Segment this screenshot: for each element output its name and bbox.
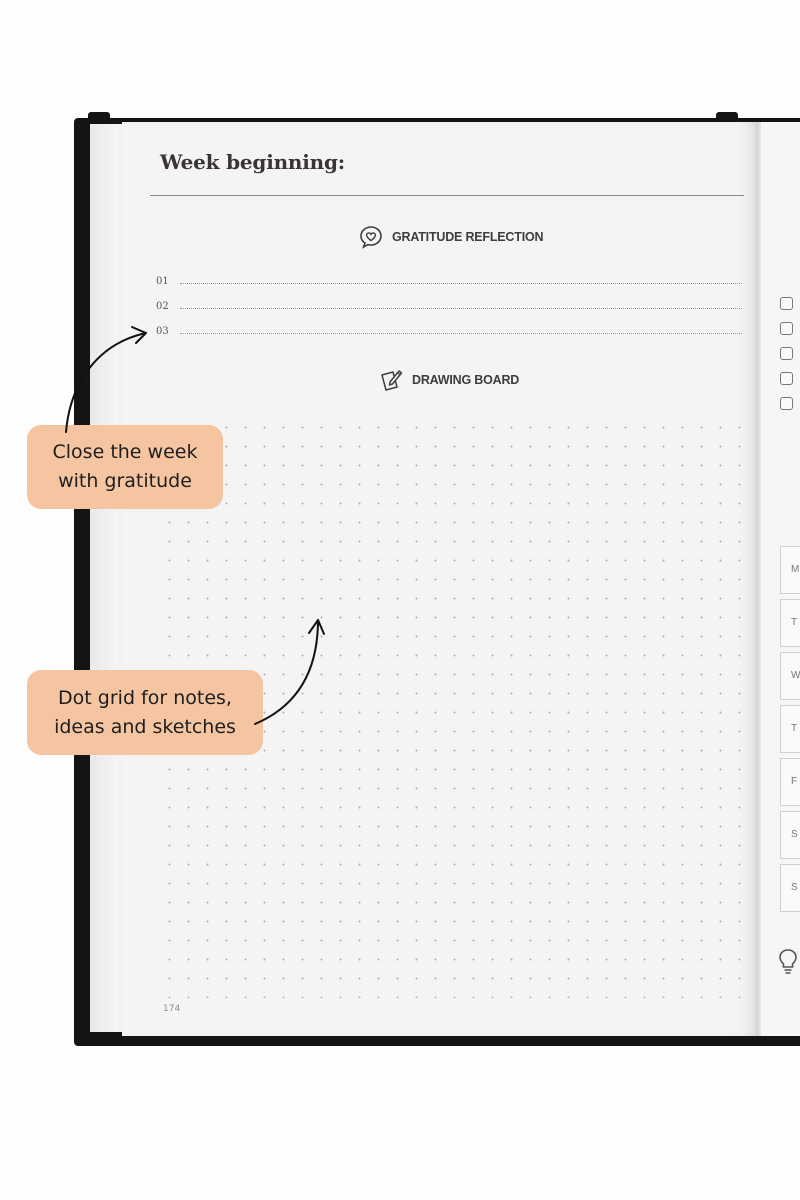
callout-text-line: Dot grid for notes, [58, 686, 232, 709]
callout-text-line: Close the week [52, 441, 198, 463]
drawing-heading-label: DRAWING BOARD [412, 373, 520, 387]
book-gutter [756, 122, 761, 1036]
drawing-section-heading: DRAWING BOARD [378, 367, 519, 393]
day-box-monday[interactable]: M [780, 546, 800, 594]
day-box-wednesday[interactable]: W [780, 652, 800, 700]
header-rule [150, 195, 744, 196]
pencil-paper-icon [378, 367, 404, 393]
gratitude-line[interactable]: 01 [156, 276, 742, 287]
gratitude-line-number: 02 [156, 301, 169, 312]
gratitude-heading-label: GRATITUDE REFLECTION [392, 230, 544, 244]
day-letter: T [791, 617, 798, 628]
writing-line [180, 283, 742, 284]
week-beginning-title: Week beginning: [160, 150, 345, 174]
writing-line [180, 308, 742, 309]
gratitude-line[interactable]: 02 [156, 301, 742, 312]
day-box-friday[interactable]: F [780, 758, 800, 806]
day-box-sunday[interactable]: S [780, 864, 800, 912]
callout-text-line: with gratitude [58, 470, 192, 492]
day-letter: S [791, 882, 798, 893]
writing-line [180, 333, 742, 334]
gratitude-section-heading: GRATITUDE REFLECTION [358, 224, 544, 250]
dot-grid-callout: Dot grid for notes, ideas and sketches [27, 670, 263, 755]
day-letter: T [791, 723, 798, 734]
checkbox[interactable] [780, 347, 793, 360]
gratitude-line-number: 01 [156, 276, 169, 287]
day-box-thursday[interactable]: T [780, 705, 800, 753]
day-box-tuesday[interactable]: T [780, 599, 800, 647]
heart-speech-bubble-icon [358, 224, 384, 250]
page-number: 174 [163, 1004, 181, 1014]
day-letter: F [791, 776, 798, 787]
day-letter: S [791, 829, 798, 840]
gratitude-line[interactable]: 03 [156, 326, 742, 337]
cover-corner [88, 112, 110, 126]
lightbulb-icon [778, 948, 798, 981]
checkbox[interactable] [780, 397, 793, 410]
checkbox[interactable] [780, 297, 793, 310]
gratitude-callout: Close the week with gratitude [27, 425, 223, 509]
checkbox[interactable] [780, 372, 793, 385]
checkbox[interactable] [780, 322, 793, 335]
gratitude-line-number: 03 [156, 326, 169, 337]
day-letter: M [791, 564, 800, 575]
day-letter: W [791, 670, 800, 681]
callout-text-line: ideas and sketches [54, 715, 236, 738]
day-box-saturday[interactable]: S [780, 811, 800, 859]
